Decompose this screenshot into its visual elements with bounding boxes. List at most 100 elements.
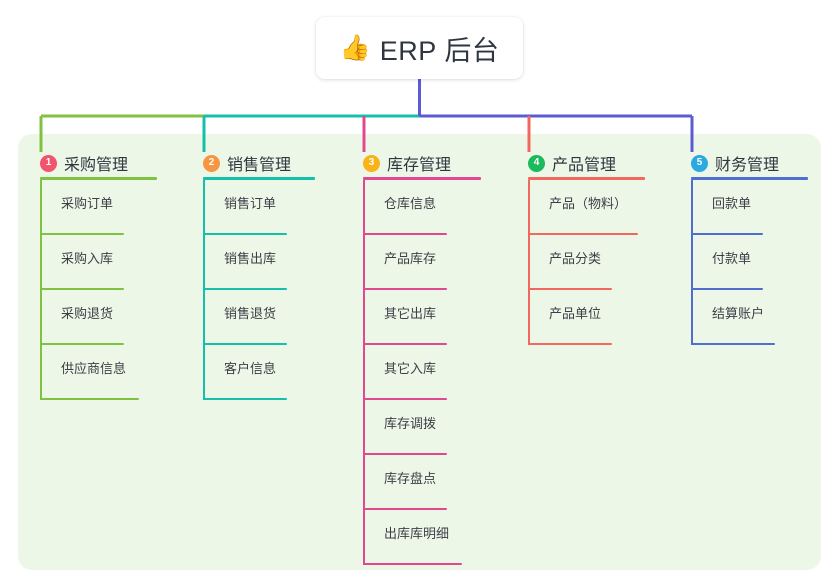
list-item-label: 其它出库	[384, 306, 437, 321]
list-item-label: 回款单	[712, 196, 752, 211]
list-item-underline	[691, 233, 763, 235]
list-item-label: 库存盘点	[384, 471, 437, 486]
list-item[interactable]: 产品库存	[363, 235, 451, 290]
list-item[interactable]: 付款单	[691, 235, 779, 290]
column-items: 销售订单销售出库销售退货客户信息	[203, 180, 291, 400]
list-item-underline	[363, 288, 447, 290]
badge-number-icon: 3	[363, 154, 380, 172]
list-item-underline	[691, 288, 763, 290]
column-header-1[interactable]: 1 采购管理	[40, 146, 157, 180]
list-item-label: 客户信息	[224, 361, 277, 376]
list-item[interactable]: 客户信息	[203, 345, 291, 400]
list-item-underline	[363, 453, 447, 455]
list-item-underline	[203, 288, 287, 290]
list-item[interactable]: 库存盘点	[363, 455, 451, 510]
thumbs-up-icon: 👍	[339, 33, 371, 62]
column-3: 3 库存管理仓库信息产品库存其它出库其它入库库存调拨库存盘点出库库明细	[363, 146, 481, 565]
list-item[interactable]: 其它入库	[363, 345, 451, 400]
list-item[interactable]: 产品分类	[528, 235, 616, 290]
column-5: 5 财务管理回款单付款单结算账户	[691, 146, 808, 345]
list-item-underline	[528, 233, 638, 235]
list-item-underline	[40, 233, 124, 235]
column-title: 销售管理	[227, 157, 292, 174]
badge-number-icon: 1	[40, 154, 57, 172]
column-items: 采购订单采购入库采购退货供应商信息	[40, 180, 139, 400]
list-item-underline	[363, 508, 447, 510]
list-item[interactable]: 产品（物料）	[528, 180, 638, 235]
column-trunk-line	[203, 180, 205, 400]
list-item[interactable]: 其它出库	[363, 290, 451, 345]
list-item-underline	[528, 288, 612, 290]
list-item-label: 出库库明细	[384, 526, 450, 541]
list-item[interactable]: 产品单位	[528, 290, 616, 345]
list-item-label: 采购入库	[61, 251, 114, 266]
list-item[interactable]: 销售出库	[203, 235, 291, 290]
column-header-underline	[363, 177, 481, 180]
list-item-underline	[203, 233, 287, 235]
list-item[interactable]: 出库库明细	[363, 510, 462, 565]
list-item-underline	[363, 233, 447, 235]
column-header-2[interactable]: 2 销售管理	[203, 146, 315, 180]
list-item-label: 产品（物料）	[549, 196, 628, 211]
list-item[interactable]: 供应商信息	[40, 345, 139, 400]
column-trunk-line	[40, 180, 42, 400]
column-1: 1 采购管理采购订单采购入库采购退货供应商信息	[40, 146, 157, 400]
list-item-underline	[203, 398, 287, 400]
list-item-label: 销售退货	[224, 306, 277, 321]
list-item-label: 采购退货	[61, 306, 114, 321]
column-4: 4 产品管理产品（物料） 产品分类产品单位	[528, 146, 645, 345]
column-title: 产品管理	[552, 157, 617, 174]
list-item-underline	[40, 343, 124, 345]
list-item-label: 产品分类	[549, 251, 602, 266]
list-item-label: 销售订单	[224, 196, 277, 211]
diagram-panel	[18, 134, 821, 570]
column-header-3[interactable]: 3 库存管理	[363, 146, 481, 180]
list-item-label: 产品单位	[549, 306, 602, 321]
column-2: 2 销售管理销售订单销售出库销售退货客户信息	[203, 146, 315, 400]
list-item-underline	[528, 343, 612, 345]
list-item-label: 库存调拨	[384, 416, 437, 431]
column-header-underline	[528, 177, 645, 180]
list-item-label: 其它入库	[384, 361, 437, 376]
list-item-label: 采购订单	[61, 196, 114, 211]
root-node[interactable]: 👍 ERP 后台	[316, 17, 523, 79]
list-item-label: 供应商信息	[61, 361, 127, 376]
list-item[interactable]: 销售退货	[203, 290, 291, 345]
badge-number-icon: 2	[203, 154, 220, 172]
column-trunk-line	[363, 180, 365, 565]
column-items: 仓库信息产品库存其它出库其它入库库存调拨库存盘点出库库明细	[363, 180, 462, 565]
column-title: 库存管理	[387, 157, 452, 174]
list-item-label: 仓库信息	[384, 196, 437, 211]
column-title: 财务管理	[715, 157, 780, 174]
list-item-underline	[691, 343, 775, 345]
column-header-underline	[40, 177, 157, 180]
list-item[interactable]: 仓库信息	[363, 180, 451, 235]
list-item[interactable]: 结算账户	[691, 290, 779, 345]
list-item-label: 付款单	[712, 251, 752, 266]
column-items: 回款单付款单结算账户	[691, 180, 779, 345]
list-item[interactable]: 回款单	[691, 180, 779, 235]
column-title: 采购管理	[64, 157, 129, 174]
list-item-underline	[363, 398, 447, 400]
list-item[interactable]: 采购订单	[40, 180, 128, 235]
badge-number-icon: 5	[691, 154, 708, 172]
column-header-4[interactable]: 4 产品管理	[528, 146, 645, 180]
list-item-underline	[40, 398, 139, 400]
badge-number-icon: 4	[528, 154, 545, 172]
list-item-label: 产品库存	[384, 251, 437, 266]
list-item-underline	[40, 288, 124, 290]
list-item[interactable]: 采购退货	[40, 290, 128, 345]
column-header-5[interactable]: 5 财务管理	[691, 146, 808, 180]
list-item[interactable]: 采购入库	[40, 235, 128, 290]
list-item[interactable]: 销售订单	[203, 180, 291, 235]
list-item-underline	[363, 563, 462, 565]
list-item-underline	[203, 343, 287, 345]
list-item[interactable]: 库存调拨	[363, 400, 451, 455]
list-item-label: 销售出库	[224, 251, 277, 266]
column-trunk-line	[528, 180, 530, 345]
column-items: 产品（物料） 产品分类产品单位	[528, 180, 638, 345]
column-header-underline	[203, 177, 315, 180]
column-header-underline	[691, 177, 808, 180]
